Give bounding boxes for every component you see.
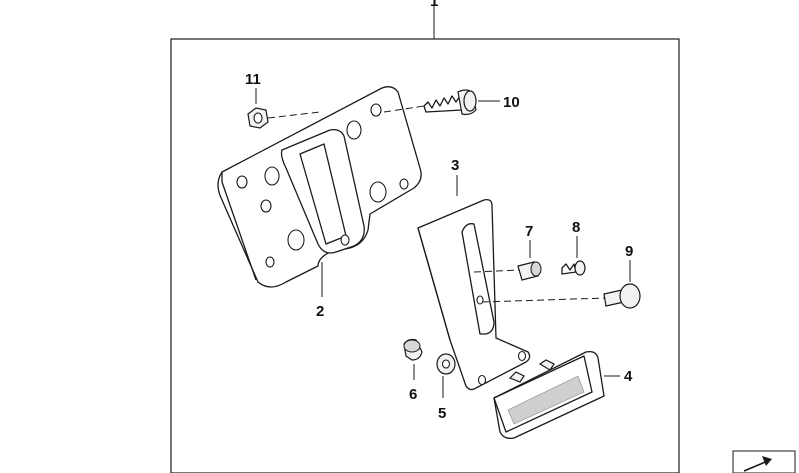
arrow-diagonal-icon xyxy=(732,450,796,473)
callout-4: 4 xyxy=(624,368,633,385)
callout-5: 5 xyxy=(438,405,446,422)
callout-9: 9 xyxy=(625,243,633,260)
part-8-screw xyxy=(561,260,586,276)
callout-10: 10 xyxy=(503,94,520,111)
callout-3: 3 xyxy=(451,157,459,174)
callout-6: 6 xyxy=(409,386,417,403)
assembly-frame xyxy=(170,38,680,473)
part-11-nut xyxy=(247,107,269,129)
callout-8: 8 xyxy=(572,219,580,236)
part-9-thumb-bolt xyxy=(603,283,641,309)
callout-2: 2 xyxy=(316,303,324,320)
callout-11: 11 xyxy=(245,71,261,88)
part-5-washer xyxy=(436,353,456,375)
part-6-spacer xyxy=(403,338,423,361)
part-10-screw xyxy=(423,89,477,116)
part-3-holder xyxy=(417,198,531,391)
part-2-plate-bracket xyxy=(217,86,422,288)
part-4-reflector xyxy=(493,350,605,440)
callout-1: 1 xyxy=(430,0,438,10)
callout-7: 7 xyxy=(525,223,533,240)
part-7-bolt xyxy=(517,261,542,281)
